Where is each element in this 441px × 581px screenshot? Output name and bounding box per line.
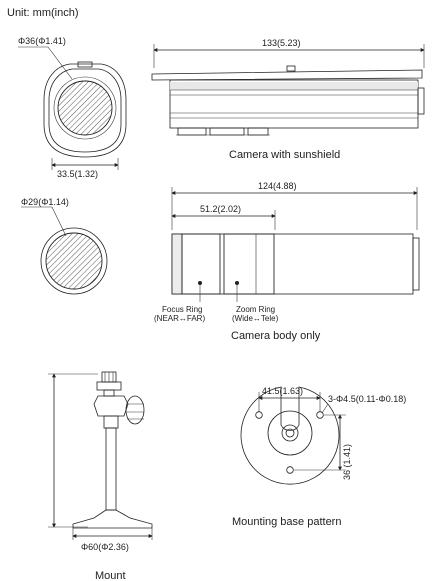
body-length-label: 124(4.88) [258,181,297,191]
mount-diameter-label: Φ60(Φ2.36) [81,542,129,552]
unit-label: Unit: mm(inch) [7,7,79,19]
body-diameter-label: Φ29(Φ1.14) [21,197,69,207]
mount-caption: Mount [95,570,126,581]
base-width-label: 41.5(1.63) [262,386,303,396]
sunshield-width-label: 33.5(1.32) [57,169,98,179]
sunshield-length-label: 133(5.23) [262,38,301,48]
body-caption: Camera body only [231,330,321,342]
base-height-label: 36 (1.41) [342,444,352,480]
hole-spec-label: 3-Φ4.5(0.11-Φ0.18) [328,394,406,404]
mount-view: Φ60(Φ2.36) Mount [48,371,153,581]
sunshield-front-view: Φ36(Φ1.41) 33.5(1.32) [18,36,127,179]
sunshield-diameter-label: Φ36(Φ1.41) [18,36,66,46]
focus-ring-range: (NEAR↔FAR) [154,314,205,323]
sunshield-caption: Camera with sunshield [229,149,340,161]
zoom-ring-range: (Wide↔Tele) [232,314,279,323]
focus-ring-label: Focus Ring [162,305,202,314]
body-side-view: 124(4.88) 51.2(2.02) Focus Ring (NEAR↔FA… [154,181,420,342]
zoom-ring-label: Zoom Ring [236,305,275,314]
body-length2-label: 51.2(2.02) [200,204,241,214]
base-pattern-view: 41.5(1.63) 3-Φ4.5(0.11-Φ0.18) 36 (1.41) … [232,386,406,528]
body-front-view: Φ29(Φ1.14) [21,197,108,295]
base-caption: Mounting base pattern [232,516,341,528]
sunshield-side-view: 133(5.23) Camera with sunshield [151,38,425,161]
